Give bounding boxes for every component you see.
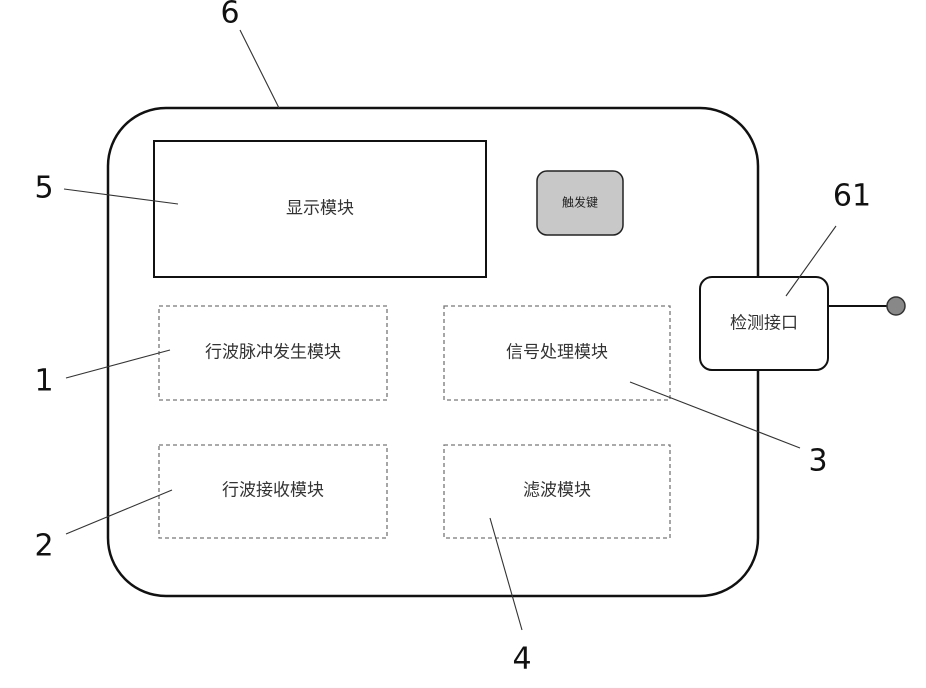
- callout-5: 5: [34, 171, 53, 206]
- filter-module-label: 滤波模块: [523, 481, 591, 501]
- signal-processing-module-label: 信号处理模块: [506, 343, 608, 363]
- callout-4: 4: [512, 642, 531, 677]
- leader-line-4: [490, 518, 522, 630]
- leader-line-1: [66, 350, 170, 378]
- leader-line-5: [64, 189, 178, 204]
- pulse-generator-module-label: 行波脉冲发生模块: [205, 343, 341, 363]
- leader-line-2: [66, 490, 172, 534]
- leader-line-6: [240, 30, 279, 108]
- receiver-module-label: 行波接收模块: [222, 481, 324, 501]
- callout-2: 2: [34, 529, 53, 564]
- callout-1: 1: [34, 364, 53, 399]
- display-module-label: 显示模块: [286, 199, 354, 219]
- touch-button-label: 触发键: [562, 195, 598, 210]
- probe-terminal: [887, 297, 905, 315]
- detection-interface-label: 检测接口: [730, 314, 798, 334]
- callout-61: 61: [833, 179, 871, 214]
- callout-6: 6: [220, 0, 239, 31]
- leader-line-3: [630, 382, 800, 448]
- callout-3: 3: [808, 444, 827, 479]
